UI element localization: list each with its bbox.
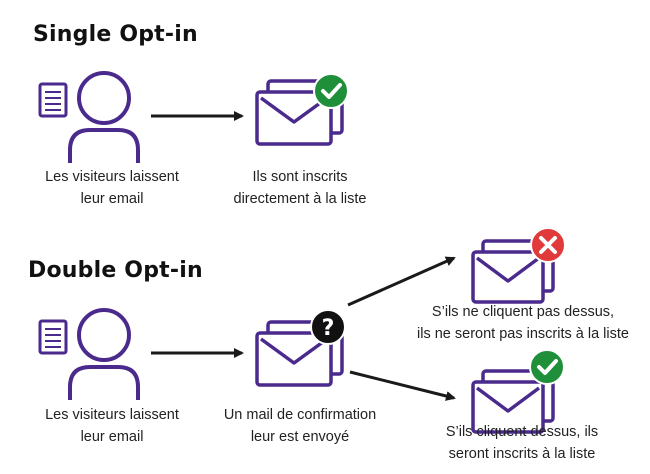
user-form-icon (38, 71, 140, 163)
caption-line: Ils sont inscrits (252, 169, 348, 185)
caption-line: S’ils ne cliquent pas dessus, (431, 304, 615, 320)
arrow-to-click (349, 370, 456, 401)
caption-line: directement à la liste (233, 191, 367, 207)
caption-line: S’ils cliquent dessus, ils (445, 424, 599, 440)
caption-line: Les visiteurs laissent (45, 407, 179, 423)
arrow-to-no-click (347, 256, 456, 307)
envelope-stack-icon (471, 239, 555, 304)
double-visitor-caption: Les visiteurs laissent leur email (22, 404, 202, 448)
caption-line: ils ne seront pas inscrits à la liste (417, 326, 629, 342)
double-optin-title: Double Opt-in (28, 258, 203, 283)
question-badge-icon: ? (310, 309, 346, 345)
click-caption: S’ils cliquent dessus, ils seront inscri… (410, 421, 634, 465)
caption-line: Les visiteurs laissent (45, 169, 179, 185)
user-form-icon (38, 308, 140, 400)
envelope-stack-icon (471, 369, 555, 434)
caption-line: leur est envoyé (250, 429, 350, 445)
caption-line: leur email (80, 191, 144, 207)
no-click-caption: S’ils ne cliquent pas dessus, ils ne ser… (398, 301, 648, 345)
single-result-caption: Ils sont inscrits directement à la liste (210, 166, 390, 210)
caption-line: leur email (80, 429, 144, 445)
check-badge-icon (529, 349, 565, 385)
question-badge-symbol: ? (322, 316, 335, 341)
envelope-stack-icon (255, 320, 344, 387)
cross-badge-icon (530, 227, 566, 263)
check-badge-icon (313, 73, 349, 109)
caption-line: seront inscrits à la liste (448, 446, 596, 462)
double-mail-caption: Un mail de confirmation leur est envoyé (200, 404, 400, 448)
caption-line: Un mail de confirmation (223, 407, 377, 423)
single-visitor-caption: Les visiteurs laissent leur email (22, 166, 202, 210)
single-optin-title: Single Opt-in (33, 22, 198, 47)
